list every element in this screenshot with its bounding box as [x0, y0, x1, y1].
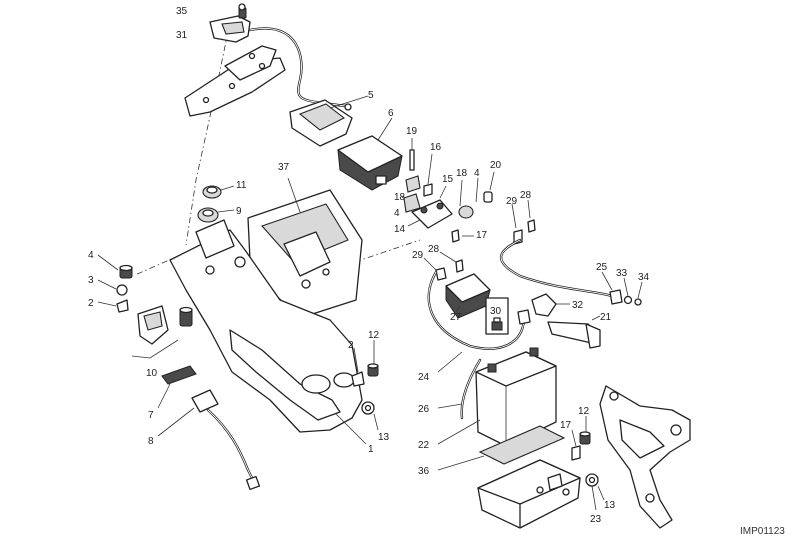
- callout-2-left: 2: [88, 298, 94, 309]
- callout-32: 32: [572, 300, 584, 311]
- callout-8: 8: [148, 436, 154, 447]
- callout-6: 6: [388, 108, 394, 119]
- callout-14: 14: [394, 224, 406, 235]
- callout-15: 15: [442, 174, 454, 185]
- callout-4-left: 4: [88, 250, 94, 261]
- callout-28-left: 28: [428, 244, 440, 255]
- battery-hold-strap: [547, 315, 601, 349]
- callout-21: 21: [600, 312, 612, 323]
- callout-11: 11: [236, 180, 247, 191]
- callout-27: 27: [450, 312, 462, 323]
- main-frame-bracket: [169, 219, 367, 445]
- callout-29-left: 29: [412, 250, 424, 261]
- callout-23: 23: [590, 514, 602, 525]
- battery-pad: [437, 425, 566, 471]
- callout-37: 37: [278, 162, 290, 173]
- upper-mounting-bracket: [184, 45, 286, 117]
- callout-2-right: 2: [348, 340, 354, 351]
- callout-18-lower: 18: [394, 192, 406, 203]
- starter-relay: [445, 273, 491, 319]
- callout-16: 16: [430, 142, 442, 153]
- callout-9: 9: [236, 206, 242, 217]
- callout-35: 35: [176, 6, 188, 17]
- battery-box: [477, 459, 581, 529]
- grommet-set: [197, 185, 235, 223]
- left-fasteners: [97, 254, 133, 313]
- callout-10: 10: [146, 368, 158, 379]
- rear-subframe-bracket: [599, 385, 691, 529]
- fuse-kit-box: [485, 297, 509, 335]
- starter-solenoid-cluster: [401, 138, 495, 243]
- callout-17-upper: 17: [476, 230, 488, 241]
- fuse-holder-assembly: [157, 365, 261, 491]
- control-unit-box: [337, 117, 403, 191]
- callout-30: 30: [490, 306, 502, 317]
- callout-12-lower: 12: [578, 406, 590, 417]
- negative-lead: [437, 358, 482, 420]
- callout-17-lower: 17: [560, 420, 572, 431]
- frame-fasteners: [351, 340, 379, 431]
- callout-18-upper: 18: [456, 168, 468, 179]
- callout-1: 1: [368, 444, 374, 455]
- terminal-bolts: [423, 199, 536, 281]
- callout-24: 24: [418, 372, 430, 383]
- callout-26: 26: [418, 404, 430, 415]
- callout-29-right: 29: [506, 196, 518, 207]
- callout-20: 20: [490, 160, 502, 171]
- callout-4-lower: 4: [394, 208, 400, 219]
- callout-28-right: 28: [520, 190, 532, 201]
- callout-13-left: 13: [378, 432, 390, 443]
- electronics-tray: [247, 177, 363, 319]
- battery: [437, 347, 557, 447]
- callout-25: 25: [596, 262, 608, 273]
- positive-cable: [427, 270, 531, 373]
- callout-13-right: 13: [604, 500, 616, 511]
- callout-34: 34: [638, 272, 650, 283]
- callout-5: 5: [368, 90, 374, 101]
- callout-12-upper: 12: [368, 330, 380, 341]
- ground-cable: [499, 238, 643, 306]
- lower-fasteners: [571, 416, 605, 511]
- callout-3: 3: [88, 275, 94, 286]
- fuse-holder-icon: [191, 389, 219, 413]
- terminal-cap: [531, 293, 570, 317]
- callout-36: 36: [418, 466, 430, 477]
- callout-labels: 35 31 5 6 19 16 15 18 4 20 18 4 14 17 37…: [88, 6, 650, 525]
- callout-19: 19: [406, 126, 418, 137]
- relay-bracket: [131, 305, 193, 359]
- diagram-reference-code: IMP01123: [740, 526, 785, 537]
- callout-31: 31: [176, 30, 188, 41]
- callout-4-upper: 4: [474, 168, 480, 179]
- callout-22: 22: [418, 440, 430, 451]
- callout-7: 7: [148, 410, 154, 421]
- callout-33: 33: [616, 268, 628, 279]
- ecu-module: [289, 95, 369, 147]
- screw-icon: [116, 299, 129, 313]
- seat-lock-latch: [209, 3, 352, 111]
